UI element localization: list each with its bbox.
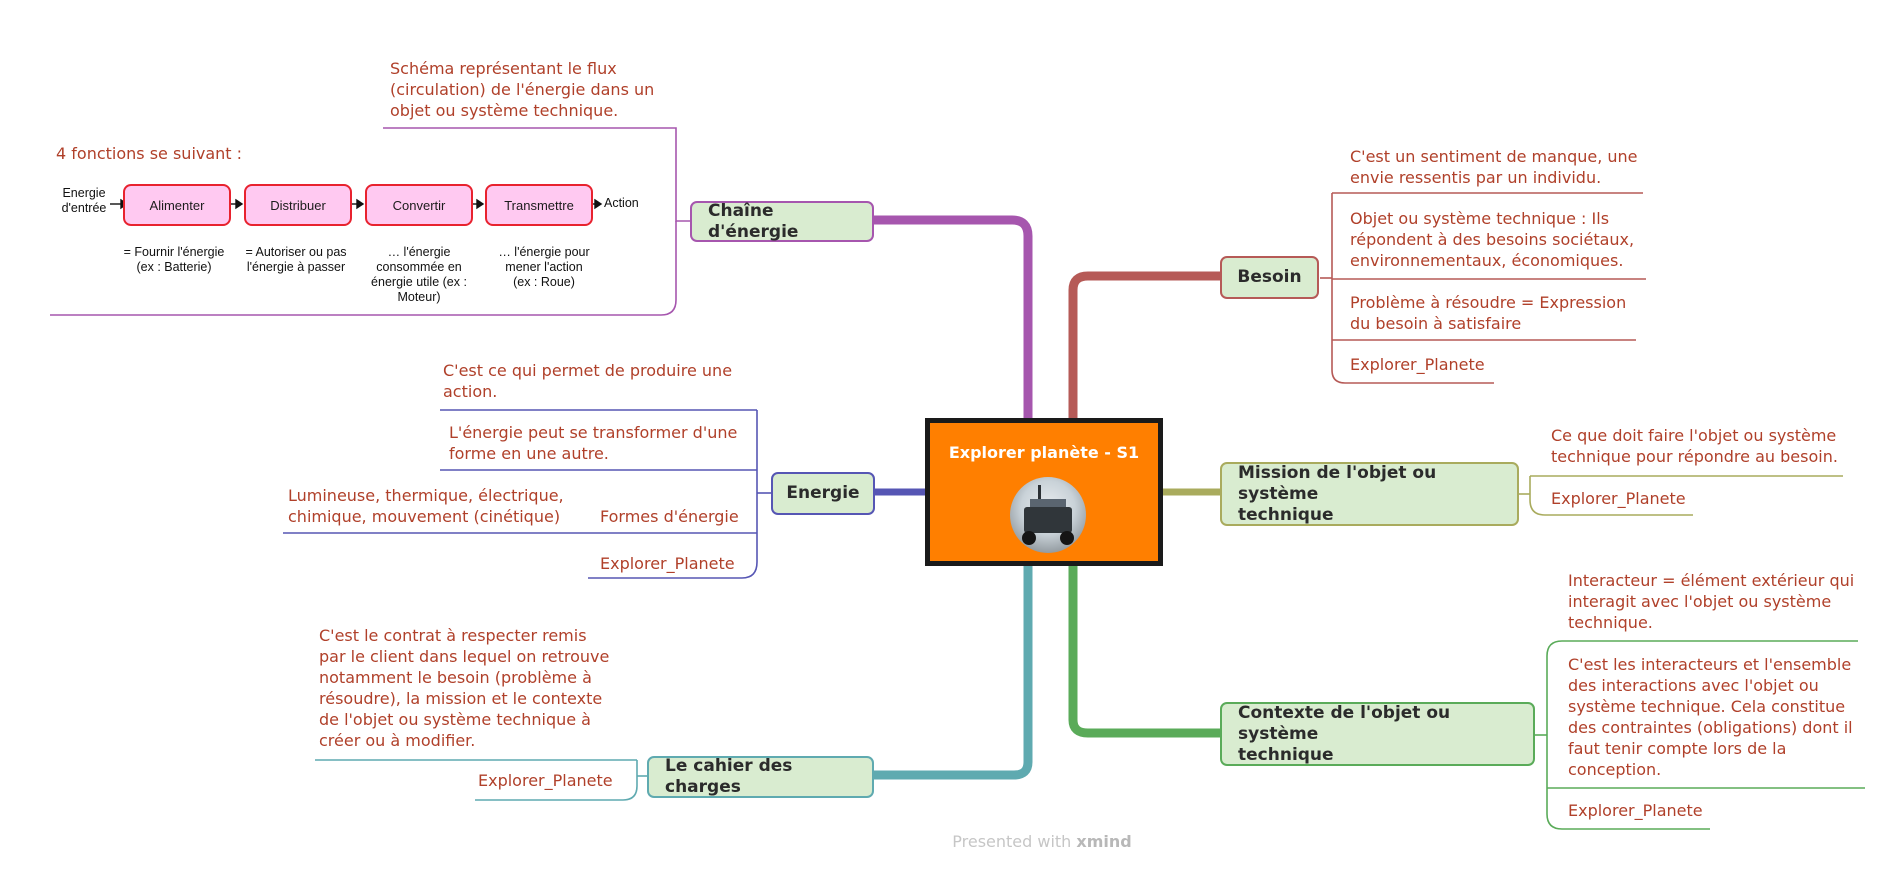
- mission-explorer-link[interactable]: Explorer_Planete: [1551, 489, 1686, 508]
- central-topic[interactable]: Explorer planète - S1: [925, 418, 1163, 566]
- branch-cahier: [873, 563, 1033, 780]
- box-convertir[interactable]: Convertir: [365, 184, 473, 226]
- cahier-explorer-link[interactable]: Explorer_Planete: [478, 771, 613, 790]
- topic-chaine-label: Chaîne d'énergie: [708, 200, 799, 242]
- fonctions-title: 4 fonctions se suivant :: [56, 144, 243, 163]
- topic-energie-label: Energie: [786, 483, 860, 503]
- topic-cahier-des-charges[interactable]: Le cahier des charges: [647, 756, 874, 798]
- action-label: Action: [604, 196, 639, 210]
- central-title: Explorer planète - S1: [948, 443, 1140, 462]
- chaine-note: Schéma représentant le flux(circulation)…: [390, 59, 655, 120]
- formes-detail: Lumineuse, thermique, électrique,chimiqu…: [288, 486, 564, 526]
- topic-cahier-label: Le cahier des charges: [665, 756, 793, 797]
- presented-with-footer: Presented with xmind: [952, 832, 1132, 851]
- topic-chaine-energie[interactable]: Chaîne d'énergie: [690, 201, 874, 242]
- desc-alimenter: = Fournir l'énergie(ex : Batterie): [123, 245, 225, 274]
- topic-besoin[interactable]: Besoin: [1220, 256, 1319, 299]
- besoin-explorer-link[interactable]: Explorer_Planete: [1350, 355, 1485, 374]
- topic-besoin-label: Besoin: [1237, 267, 1302, 287]
- contexte-explorer-link[interactable]: Explorer_Planete: [1568, 801, 1703, 820]
- box-transmettre[interactable]: Transmettre: [485, 184, 593, 226]
- explorer-rover-image: [1010, 477, 1086, 553]
- energie-explorer-link[interactable]: Explorer_Planete: [600, 554, 735, 573]
- box-distribuer[interactable]: Distribuer: [244, 184, 352, 226]
- branch-contexte: [1068, 563, 1222, 738]
- formes-label: Formes d'énergie: [600, 507, 739, 526]
- branch-besoin: [1068, 271, 1222, 421]
- topic-energie[interactable]: Energie: [771, 472, 875, 515]
- xmind-logo: xmind: [1076, 832, 1132, 851]
- box-alimenter[interactable]: Alimenter: [123, 184, 231, 226]
- branch-chaine: [873, 215, 1033, 421]
